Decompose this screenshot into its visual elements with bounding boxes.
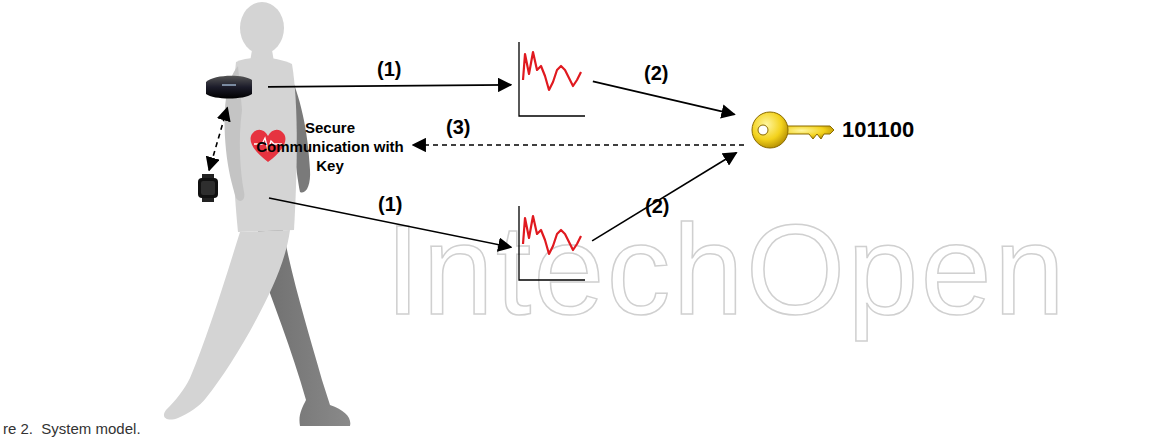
front-leg [164,230,290,420]
step-number: (3) [446,116,470,139]
watch-icon [196,174,220,202]
key-bits: 101100 [842,117,914,143]
step-number: (2) [644,62,668,85]
step-number: (1) [377,58,401,81]
flow-arrow [592,153,736,241]
head [240,2,284,54]
waveform [515,204,587,284]
flow-arrow [593,81,735,114]
waveform [515,40,587,120]
smartwatch-device [196,174,220,202]
signal-graph [515,204,587,284]
dashed-link [209,108,227,170]
watermark: IntechOpen [385,196,1067,343]
link-label: Secure Communication with Key [255,118,405,175]
figure-caption: re 2. System model. [3,420,141,437]
dashed-return-arrow [413,144,744,146]
key-box: 101100 [750,106,921,154]
signal-graph [515,40,587,120]
flow-arrow [268,85,511,87]
step-number: (2) [645,195,669,218]
step-number: (1) [378,193,402,216]
strap-icon [204,72,254,102]
chest-strap-device [204,72,254,102]
key-icon [750,106,836,154]
